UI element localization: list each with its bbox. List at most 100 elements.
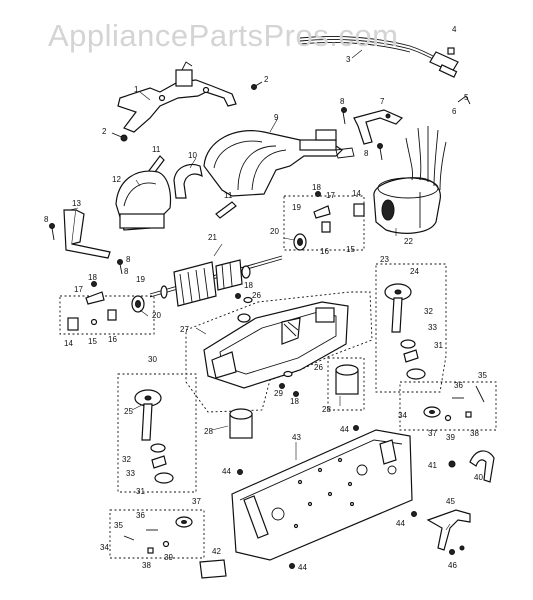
callout-46: 46 [448,561,457,570]
callout-35-right: 35 [478,371,487,380]
part-8-screw-c [49,223,55,241]
part-14-clip-upper [353,203,365,217]
callout-43: 43 [292,433,301,442]
part-7-switch-bracket [353,109,404,145]
callout-8-c: 8 [44,215,49,224]
callout-10: 10 [188,151,197,160]
callout-18-lower: 18 [88,273,97,282]
callout-38-right: 38 [470,429,479,438]
callout-20-lower: 20 [152,311,161,320]
callout-28-right: 28 [322,405,331,414]
part-31-nut-right [406,368,426,380]
part-26-washer-housing-b [283,370,293,378]
callout-40: 40 [474,473,483,482]
leader-lines [69,49,451,531]
callout-14-lower: 14 [64,339,73,348]
part-43-baseplate [231,429,413,561]
callout-35-lower: 35 [114,521,123,530]
part-26-washer-housing-a [243,296,253,304]
part-31-nut-left [154,472,174,484]
part-46-screw [449,545,465,555]
callout-16-lower: 16 [108,335,117,344]
part-45-blade-clamp [426,509,471,551]
callout-30: 30 [148,355,157,364]
part-6-terminal [457,95,471,105]
part-5-strain-relief [438,64,458,78]
callout-7: 7 [380,97,385,106]
part-16-cap-lower [107,309,117,321]
callout-11-upper: 11 [152,145,161,154]
part-1-top-bracket [117,61,237,133]
group-brush-assembly-lower [59,295,155,335]
part-28-cylinder-left [229,408,253,439]
callout-3: 3 [346,55,351,64]
callout-21: 21 [208,233,217,242]
callout-24: 24 [410,267,419,276]
callout-16-upper: 16 [320,247,329,256]
part-22-field-coil [373,126,447,234]
callout-42: 42 [212,547,221,556]
callout-44-d: 44 [298,563,307,572]
callout-14-upper: 14 [352,189,361,198]
callout-20-upper: 20 [270,227,279,236]
part-13-side-bracket [63,209,111,259]
callout-27: 27 [180,325,189,334]
callout-36-right: 36 [454,381,463,390]
callout-31-left: 31 [136,487,145,496]
callout-39-lower: 39 [164,553,173,562]
part-28-cylinder-right [335,364,359,395]
part-40-lever [469,450,495,483]
callout-33-left: 33 [126,469,135,478]
callout-11-lower: 11 [224,191,233,200]
part-19-bearing-upper [293,233,307,251]
group-main-housing [185,291,373,413]
part-39-washer-right [444,414,452,422]
part-32-washer-right [400,339,416,349]
callout-17-upper: 17 [326,191,335,200]
part-44-screw-c [411,511,417,517]
part-33-clip-left [151,455,167,469]
part-19-bearing-lower [131,295,145,313]
callout-44-b: 44 [222,467,231,476]
callout-37-right: 37 [428,429,437,438]
part-9-motor-cover [203,129,355,197]
part-38-nut-lower [147,547,154,554]
callout-labels: 1 2 2 3 4 5 6 7 8 8 8 8 8 9 10 11 11 12 … [44,25,487,572]
part-15-washer-lower [90,318,98,326]
part-18-screw-housing-a [235,293,241,299]
part-44-screw-d [289,563,295,569]
callout-6: 6 [452,107,457,116]
callout-13: 13 [72,199,81,208]
callout-1: 1 [134,85,139,94]
callout-26-b: 26 [314,363,323,372]
part-11-brush-lower [215,201,237,219]
callout-2-left: 2 [102,127,107,136]
part-8-screw-d [117,259,123,275]
callout-45: 45 [446,497,455,506]
callout-18-upper: 18 [312,183,321,192]
part-18-screw-housing-b [293,391,299,397]
callout-18-housing-a: 18 [244,281,253,290]
part-2-screw-upper [251,81,263,90]
part-24-pivot-knob-right [384,283,412,333]
callout-4: 4 [452,25,457,34]
part-35-pin-lower [123,535,135,541]
callout-25: 25 [124,407,133,416]
callout-8-d: 8 [126,255,131,264]
part-17-spring-lower [85,291,105,305]
callout-41: 41 [428,461,437,470]
callout-36-lower: 36 [136,511,145,520]
callout-26-a: 26 [252,291,261,300]
callout-22: 22 [404,237,413,246]
part-16-cap-upper [321,221,331,233]
part-8-screw-a [341,107,347,125]
callout-19-upper: 19 [292,203,301,212]
callout-9: 9 [274,113,279,122]
callout-17-lower: 17 [74,285,83,294]
part-17-spring-upper [313,205,331,219]
part-21-armature [149,255,283,307]
part-37-knob-right [423,406,441,418]
part-29-screw [279,383,285,389]
part-8-screw-b [377,143,383,161]
